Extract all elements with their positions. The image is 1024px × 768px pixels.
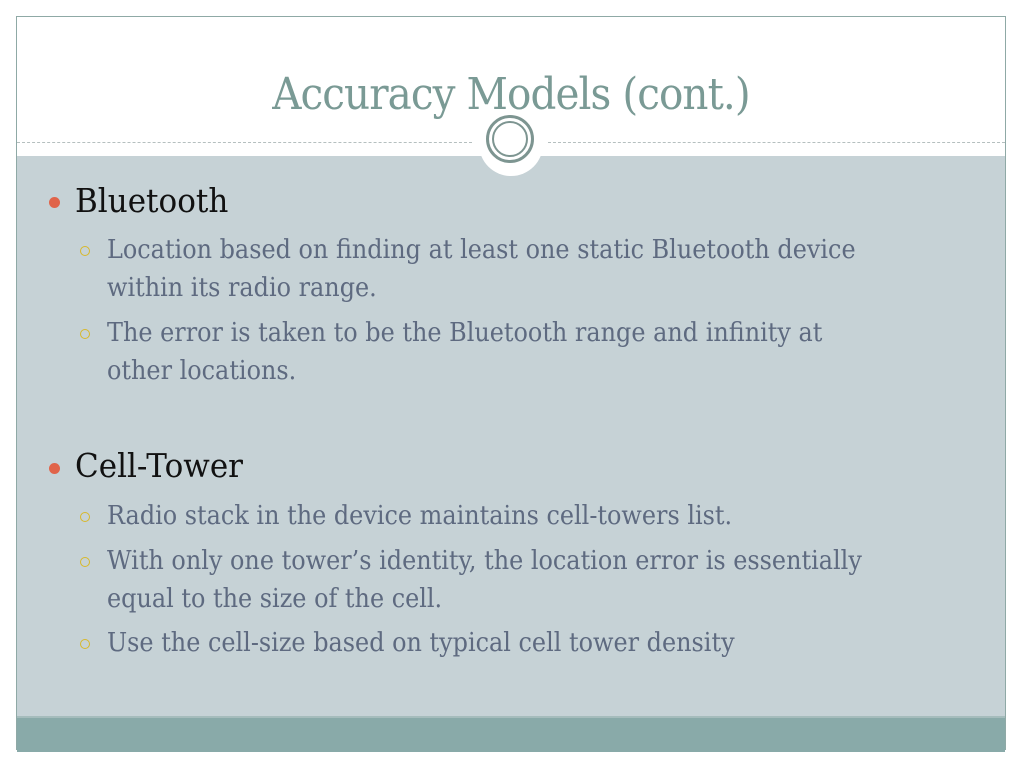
slide: Accuracy Models (cont.) Bluetooth Locati…: [16, 16, 1006, 752]
bullet-text: Radio stack in the device maintains cell…: [107, 501, 733, 531]
bullet-ring-icon: [80, 512, 90, 522]
bullet-text: With only one tower’s identity, the loca…: [107, 546, 862, 576]
content-area: [17, 156, 1005, 716]
slide-title: Accuracy Models (cont.): [272, 69, 750, 120]
bullet-text: The error is taken to be the Bluetooth r…: [107, 318, 823, 348]
bullet-text-continued: within its radio range.: [107, 273, 377, 303]
divider-right: [548, 142, 1005, 143]
ring-ornament-icon: [486, 115, 534, 163]
section-heading-bluetooth: Bluetooth: [75, 181, 229, 220]
bullet-ring-icon: [80, 246, 90, 256]
bullet-text: Use the cell-size based on typical cell …: [107, 628, 735, 658]
footer-band: [17, 716, 1005, 752]
bullet-text: Location based on finding at least one s…: [107, 235, 856, 265]
bullet-ring-icon: [80, 329, 90, 339]
divider-left: [17, 142, 472, 143]
bullet-dot-icon: [49, 197, 60, 208]
bullet-text-continued: other locations.: [107, 356, 297, 386]
bullet-dot-icon: [49, 463, 60, 474]
bullet-ring-icon: [80, 639, 90, 649]
bullet-ring-icon: [80, 557, 90, 567]
section-heading-cell-tower: Cell-Tower: [75, 446, 244, 485]
bullet-text-continued: equal to the size of the cell.: [107, 584, 443, 614]
